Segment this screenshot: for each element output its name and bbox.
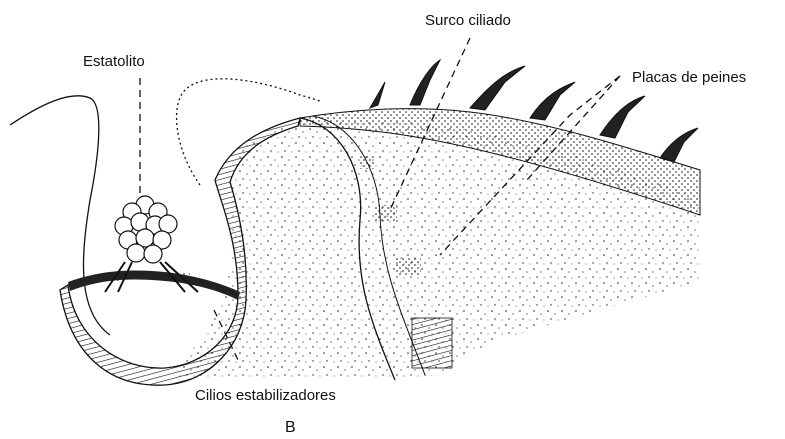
body-outline <box>10 96 110 335</box>
cilia-tuft-left <box>104 272 126 282</box>
cilia-tuft-right <box>168 272 190 282</box>
statocyst-floor <box>68 270 240 300</box>
statolith-cluster <box>115 196 177 263</box>
panel-letter: B <box>285 419 296 436</box>
label-statolith: Estatolito <box>83 53 145 70</box>
label-ciliated-groove: Surco ciliado <box>425 12 511 29</box>
label-comb-plates: Placas de peines <box>632 69 746 86</box>
label-balancer-cilia: Cilios estabilizadores <box>195 387 336 404</box>
